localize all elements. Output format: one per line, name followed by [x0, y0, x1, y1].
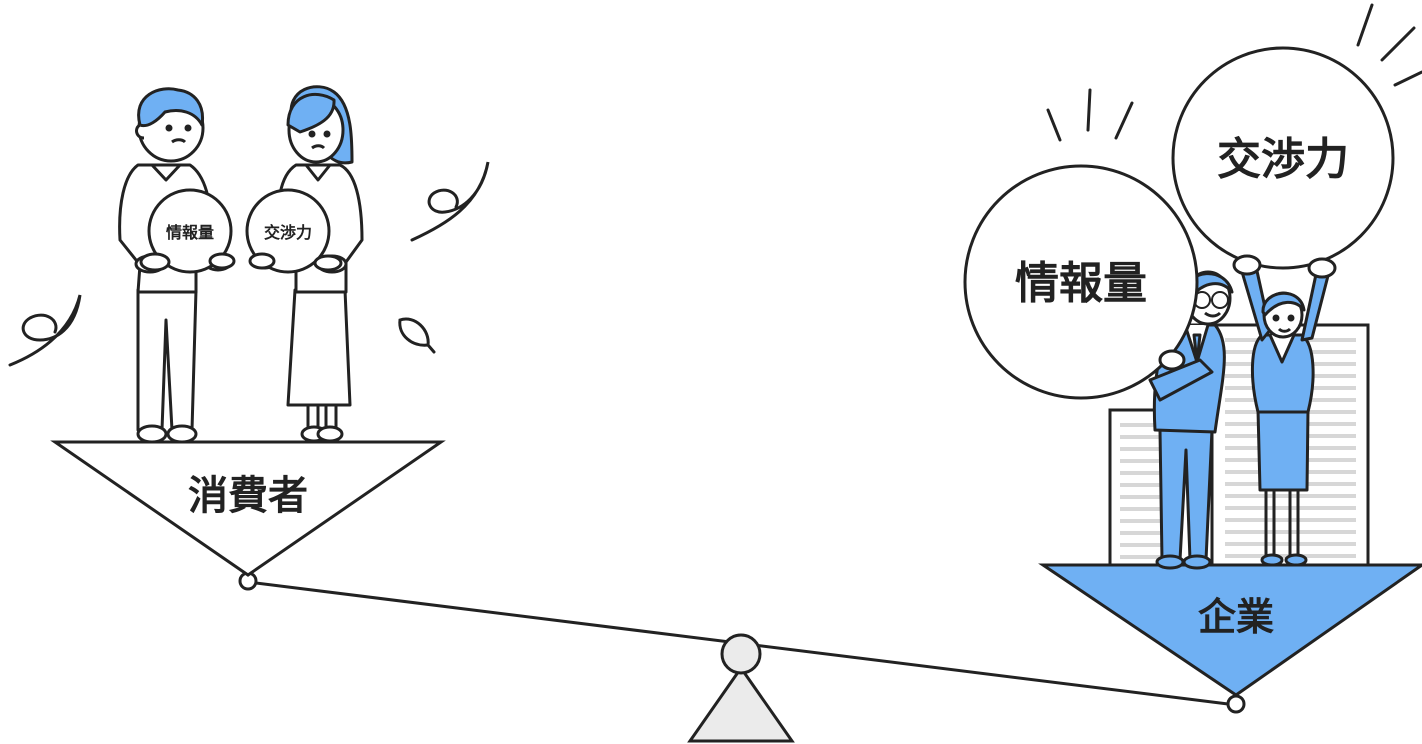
company-pan: 企業: [1043, 565, 1422, 695]
consumer-ball-negotiation-label: 交渉力: [264, 223, 312, 242]
swirl-right: [412, 162, 488, 240]
wind-swirls: [10, 162, 488, 365]
company-label: 企業: [1198, 595, 1274, 639]
consumer-pan: 消費者: [55, 442, 441, 575]
consumer-label: 消費者: [188, 473, 308, 519]
company-ball-negotiation-label: 交渉力: [1217, 134, 1349, 185]
fulcrum-pivot: [722, 635, 760, 673]
swirl-left: [10, 295, 80, 365]
beam-right-joint: [1228, 696, 1244, 712]
consumer-ball-information-label: 情報量: [166, 223, 214, 242]
company-ball-information-label: 情報量: [1015, 258, 1147, 309]
company-ball-negotiation: 交渉力: [1173, 48, 1393, 268]
leaf-icon: [400, 319, 434, 352]
fulcrum-triangle: [690, 668, 792, 741]
